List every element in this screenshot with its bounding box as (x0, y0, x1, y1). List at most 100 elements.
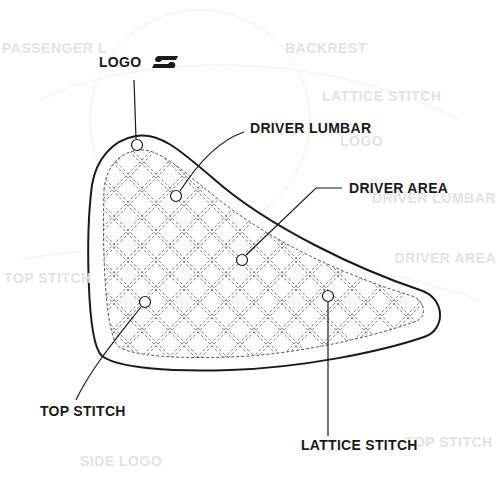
lattice-line (0, 130, 36, 390)
callout-label: LOGO (99, 54, 141, 70)
lattice-line (0, 130, 176, 390)
lattice-line (0, 130, 32, 390)
lattice-line (0, 130, 32, 390)
lattice-line (0, 130, 60, 390)
lattice-line (276, 130, 499, 390)
lattice-line (304, 130, 499, 390)
lattice-line (112, 130, 372, 390)
logo-icon (152, 56, 178, 68)
lattice-line (52, 130, 312, 390)
callout-label: LATTICE STITCH (301, 437, 418, 453)
lattice-line (28, 130, 288, 390)
lattice-line (0, 130, 204, 390)
lattice-line (0, 130, 176, 390)
lattice-line (28, 130, 288, 390)
lattice-line (168, 130, 428, 390)
lattice-line (0, 130, 116, 390)
lattice-line (0, 130, 228, 390)
lattice-line (112, 130, 372, 390)
lattice-line (0, 130, 8, 390)
lattice-line (0, 130, 260, 390)
lattice-line (0, 130, 232, 390)
watermark-text: TOP STITCH (4, 270, 92, 286)
lattice-line (0, 130, 64, 390)
lattice-line (0, 130, 4, 390)
lattice-line (80, 130, 340, 390)
lattice-line (0, 130, 172, 390)
lattice-line (388, 130, 499, 390)
lattice-line (136, 130, 396, 390)
seat-outline (88, 135, 440, 370)
lattice-line (308, 130, 499, 390)
lattice-line (0, 130, 116, 390)
lattice-line (164, 130, 424, 390)
lattice-line (0, 130, 200, 390)
lattice-line (0, 130, 260, 390)
lattice-line (336, 130, 499, 390)
lattice-line (0, 130, 232, 390)
lattice-line (388, 130, 499, 390)
lattice-line (0, 130, 256, 390)
lattice-stitch (0, 130, 499, 390)
lattice-line (248, 130, 499, 390)
lattice-line (0, 130, 120, 390)
lattice-line (304, 130, 499, 390)
watermark-text: TOP STITCH (405, 434, 493, 450)
lattice-line (308, 130, 499, 390)
lattice-line (140, 130, 400, 390)
lattice-line (364, 130, 499, 390)
callout-label: DRIVER LUMBAR (250, 120, 371, 136)
lattice-line (0, 130, 228, 390)
lattice-line (136, 130, 396, 390)
lattice-line (0, 130, 88, 390)
lattice-line (336, 130, 499, 390)
lattice-line (0, 130, 204, 390)
lattice-line (0, 130, 200, 390)
lattice-line (0, 130, 92, 390)
watermark-text: LATTICE STITCH (322, 88, 442, 104)
lattice-line (52, 130, 312, 390)
lattice-line (0, 130, 120, 390)
lattice-line (332, 130, 499, 390)
lattice-line (0, 130, 92, 390)
lattice-line (24, 130, 284, 390)
lattice-line (24, 130, 284, 390)
lattice-line (140, 130, 400, 390)
lattice-line (164, 130, 424, 390)
lattice-line (280, 130, 499, 390)
lattice-line (0, 130, 256, 390)
lattice-line (0, 130, 64, 390)
lattice-line (108, 130, 368, 390)
lattice-line (392, 130, 499, 390)
lattice-line (360, 130, 499, 390)
watermark-text: DRIVER AREA (395, 250, 496, 266)
callout-label: TOP STITCH (40, 403, 126, 419)
lattice-line (0, 130, 148, 390)
watermark-text: BACKREST (285, 40, 367, 56)
lattice-line (392, 130, 499, 390)
lattice-line (80, 130, 340, 390)
lattice-line (0, 130, 4, 390)
lattice-line (0, 130, 8, 390)
lattice-line (0, 130, 172, 390)
lattice-line (56, 130, 316, 390)
lattice-line (280, 130, 499, 390)
lattice-line (108, 130, 368, 390)
lattice-line (0, 130, 144, 390)
lattice-line (364, 130, 499, 390)
lattice-line (168, 130, 428, 390)
lattice-line (252, 130, 499, 390)
watermark-text: PASSENGER L (2, 40, 107, 56)
lattice-line (84, 130, 344, 390)
lattice-line (360, 130, 499, 390)
callout-label: DRIVER AREA (349, 180, 448, 196)
lattice-line (0, 130, 36, 390)
lattice-line (252, 130, 499, 390)
watermark-text: SIDE LOGO (80, 453, 162, 469)
lattice-line (276, 130, 499, 390)
lattice-line (0, 130, 148, 390)
lattice-line (0, 130, 60, 390)
lattice-line (0, 130, 88, 390)
lattice-line (84, 130, 344, 390)
lattice-line (56, 130, 316, 390)
